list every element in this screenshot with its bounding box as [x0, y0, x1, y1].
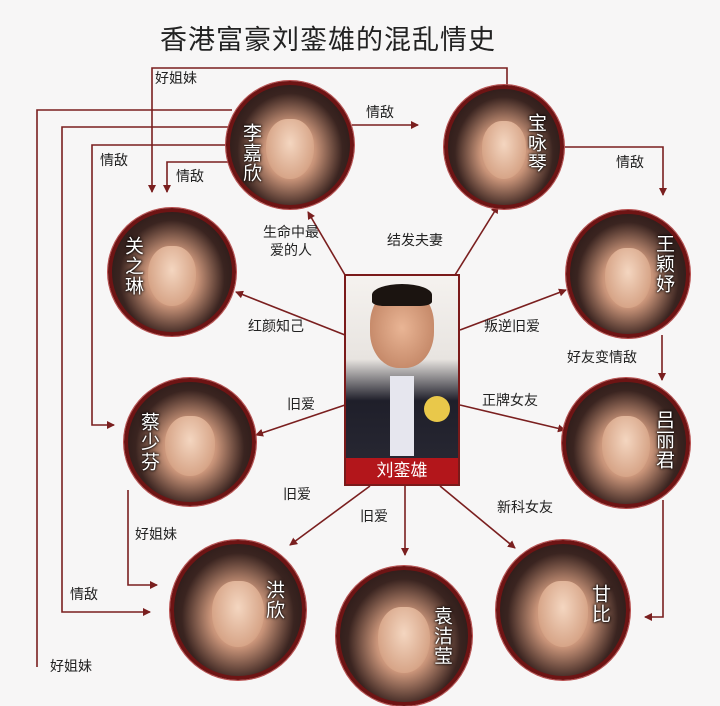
name-wang: 王颖妤 [653, 234, 675, 294]
portrait-guan-zhilin: 关之琳 [108, 208, 236, 336]
relationship-lines [36, 67, 667, 667]
arrow-lv [459, 404, 566, 433]
line-li-guan [163, 161, 230, 193]
line-cai-hong [127, 490, 158, 589]
label-bao-wang: 情敌 [616, 155, 644, 171]
arrow-guan [235, 290, 346, 336]
label-lv: 正牌女友 [482, 393, 538, 409]
label-li-bao: 情敌 [366, 105, 394, 121]
line-li-cai [91, 144, 232, 429]
line-bao-wang [562, 146, 667, 196]
portrait-lv-lijun: 吕丽君 [562, 378, 690, 508]
label-wang: 叛逆旧爱 [484, 319, 540, 335]
label-yuan: 旧爱 [360, 509, 388, 525]
label-bao: 结发夫妻 [387, 233, 443, 249]
label-gan: 新科女友 [497, 500, 553, 516]
name-lv: 吕丽君 [653, 410, 675, 470]
label-cai-hong: 好姐妹 [135, 527, 177, 543]
portrait-wang-yingyu: 王颖妤 [566, 210, 690, 338]
portrait-cai-shaofen: 蔡少芬 [124, 378, 256, 506]
arrow-cai [255, 404, 346, 437]
label-wang-lv: 好友变情敌 [567, 350, 637, 366]
label-cai: 旧爱 [287, 397, 315, 413]
center-portrait-liu-luanxiong: 刘銮雄 [344, 274, 460, 486]
name-guan: 关之琳 [122, 236, 144, 296]
portrait-li-jiaxin: 李嘉欣 [226, 81, 354, 209]
name-hong: 洪欣 [263, 580, 285, 620]
portrait-yuan-jieying: 袁洁莹 [336, 566, 472, 706]
arrow-li [307, 211, 346, 276]
portrait-gan-bi: 甘比 [496, 540, 630, 680]
label-li-hong: 情敌 [70, 587, 98, 603]
line-lv-gan [644, 500, 664, 621]
diagram-title: 香港富豪刘銮雄的混乱情史 [160, 25, 496, 56]
name-li: 李嘉欣 [240, 123, 262, 183]
label-bottom-left: 好姐妹 [50, 659, 92, 675]
line-li-bottom [36, 109, 232, 667]
arrow-gan [439, 485, 516, 549]
center-name: 刘銮雄 [346, 458, 458, 484]
label-li-guan: 情敌 [176, 169, 204, 185]
name-gan: 甘比 [589, 584, 611, 624]
portrait-hong-xin: 洪欣 [170, 540, 306, 680]
label-bao-guan: 好姐妹 [155, 71, 197, 87]
label-li: 生命中最爱的人 [263, 225, 319, 259]
line-bao-guan [148, 67, 508, 193]
label-hong: 旧爱 [283, 487, 311, 503]
name-bao: 宝咏琴 [525, 113, 547, 173]
arrow-wang [459, 288, 567, 331]
label-li-cai: 情敌 [100, 153, 128, 169]
name-yuan: 袁洁莹 [431, 606, 453, 666]
arrow-hong [289, 485, 371, 546]
portrait-bao-yongqin: 宝咏琴 [444, 85, 564, 209]
arrow-bao [454, 205, 499, 276]
line-li-hong [61, 126, 232, 616]
label-guan: 红颜知己 [248, 319, 304, 335]
name-cai: 蔡少芬 [138, 412, 160, 472]
